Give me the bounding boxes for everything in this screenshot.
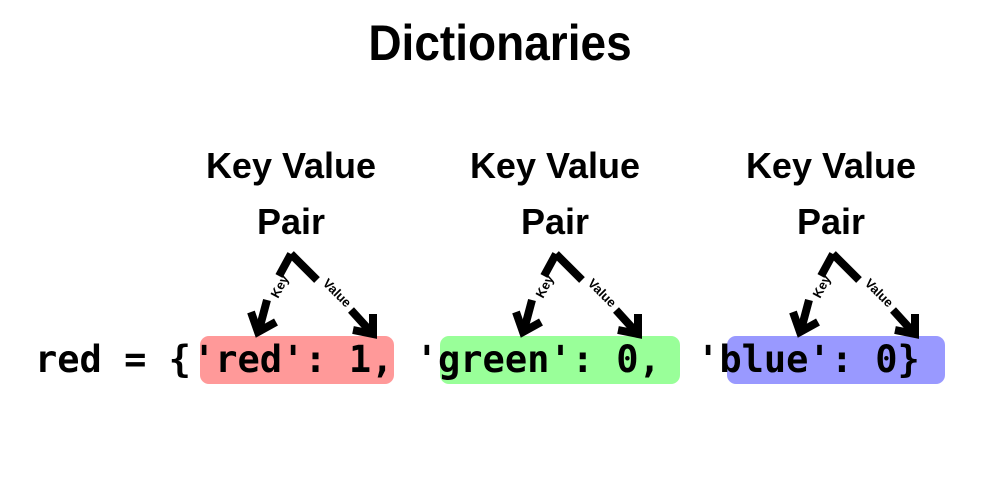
key-arrow-label: Key — [809, 272, 834, 301]
code-separator: , — [638, 338, 684, 381]
pair-label-line1: Key Value — [745, 145, 917, 186]
pair-label-line1: Key Value — [469, 145, 641, 186]
arrow-group-red: Key Value — [251, 254, 373, 334]
pair-label-line2: Pair — [520, 201, 590, 242]
code-pair-red: 'red': 1 — [192, 338, 372, 381]
highlight-box-blue — [727, 336, 945, 384]
pair-label-line1: Key Value — [205, 145, 377, 186]
arrow-group-green: Key Value — [516, 254, 638, 334]
code-pair-green: 'green': 0 — [415, 338, 639, 381]
code-separator: , — [371, 338, 416, 381]
pair-label-line2: Pair — [796, 201, 866, 242]
code-prefix: red = { — [35, 338, 191, 381]
highlight-box-green — [440, 336, 680, 384]
code-pair-blue: 'blue': 0 — [697, 338, 898, 381]
pair-label-line2: Pair — [256, 201, 326, 242]
pair-label-red: Key Value Pair — [171, 138, 411, 250]
code-suffix: } — [897, 338, 920, 381]
arrow-group-blue: Key Value — [793, 254, 915, 334]
highlight-box-red — [200, 336, 394, 384]
value-arrow-label: Value — [585, 276, 620, 311]
key-arrow-label: Key — [532, 272, 557, 301]
code-line: red = {'red': 1, 'green': 0, 'blue': 0} — [35, 334, 920, 386]
value-arrow-label: Value — [862, 276, 897, 311]
pair-label-green: Key Value Pair — [435, 138, 675, 250]
value-arrow-label: Value — [320, 276, 355, 311]
pair-label-blue: Key Value Pair — [711, 138, 951, 250]
diagram-title: Dictionaries — [368, 15, 632, 71]
key-arrow-label: Key — [267, 272, 292, 301]
